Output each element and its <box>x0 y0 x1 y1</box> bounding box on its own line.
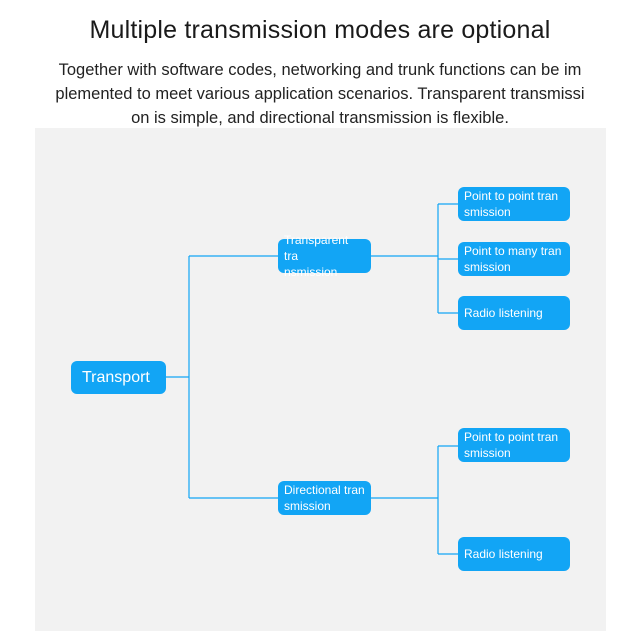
node-label-line: Radio listening <box>464 306 543 320</box>
branch-node-transparent: Transparent tra nsmission <box>278 233 371 279</box>
description-line: plemented to meet various application sc… <box>55 85 585 103</box>
description-line: on is simple, and directional transmissi… <box>131 109 509 127</box>
leaf-node-radio-listening: Radio listening <box>458 537 570 571</box>
node-label-line: Radio listening <box>464 547 543 561</box>
node-label-line: smission <box>464 260 511 274</box>
node-label-line: nsmission <box>284 265 338 279</box>
description: Together with software codes, networking… <box>12 58 628 130</box>
node-label-line: Point to point tran <box>464 189 559 203</box>
root-node: Transport <box>71 361 166 394</box>
node-label-line: Directional tran <box>284 483 365 497</box>
node-label-line: Point to point tran <box>464 430 559 444</box>
leaf-node-point-to-point: Point to point tran smission <box>458 428 570 462</box>
node-label-line: Point to many tran <box>464 244 562 258</box>
leaf-node-point-to-point: Point to point tran smission <box>458 187 570 221</box>
leaf-node-point-to-many: Point to many tran smission <box>458 242 570 276</box>
root-node-label: Transport <box>82 368 150 386</box>
node-label-line: smission <box>464 205 511 219</box>
node-label-line: Transparent tra <box>284 233 349 263</box>
branch-node-directional: Directional tran smission <box>278 481 371 515</box>
description-line: Together with software codes, networking… <box>58 61 582 79</box>
node-label-line: smission <box>464 446 511 460</box>
leaf-node-radio-listening: Radio listening <box>458 296 570 330</box>
node-label-line: smission <box>284 499 331 513</box>
page-title: Multiple transmission modes are optional <box>89 16 551 44</box>
